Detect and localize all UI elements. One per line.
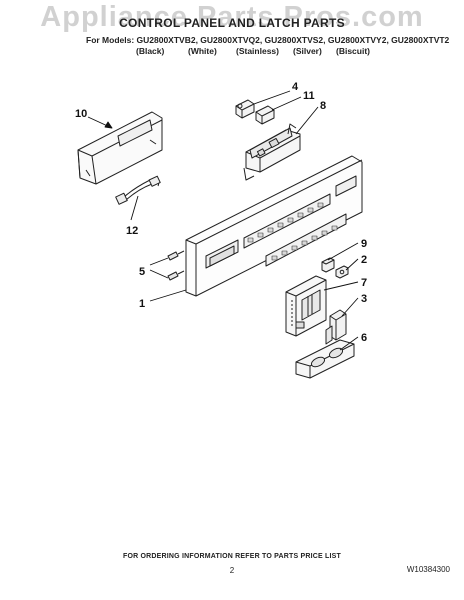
callout-10: 10	[75, 108, 87, 120]
models-line: For Models: GU2800XTVB2, GU2800XTVQ2, GU…	[86, 35, 450, 45]
color-biscuit: (Biscuit)	[336, 46, 370, 56]
ordering-info: FOR ORDERING INFORMATION REFER TO PARTS …	[122, 553, 342, 560]
callout-5: 5	[139, 266, 145, 278]
callout-8: 8	[320, 100, 326, 112]
color-white: (White)	[188, 46, 217, 56]
part-bracket	[255, 105, 275, 125]
part-latch	[285, 275, 327, 337]
part-bushing	[335, 265, 349, 279]
part-screws	[167, 250, 185, 281]
callout-3: 3	[361, 293, 367, 305]
callout-4: 4	[292, 81, 299, 93]
callout-9: 9	[361, 238, 367, 250]
watermark-text: Appliance Parts Pros.com	[40, 1, 424, 33]
part-cap	[321, 257, 335, 273]
callout-12: 12	[126, 225, 138, 237]
callout-1: 1	[139, 298, 145, 310]
document-number: W10384300	[406, 565, 450, 574]
part-console-cover	[77, 111, 163, 185]
color-stainless: (Stainless)	[236, 46, 279, 56]
callout-2: 2	[361, 254, 367, 266]
part-control-board	[243, 123, 301, 181]
part-latch-bracket	[325, 309, 347, 345]
callout-11: 11	[303, 90, 315, 102]
callout-7: 7	[361, 277, 367, 289]
part-handle	[295, 339, 355, 379]
color-silver: (Silver)	[293, 46, 322, 56]
part-switch	[235, 99, 255, 119]
part-control-panel	[185, 155, 363, 297]
callout-6: 6	[361, 332, 367, 344]
page-number: 2	[229, 566, 235, 575]
part-wire-harness	[115, 175, 161, 205]
page-title: CONTROL PANEL AND LATCH PARTS	[119, 16, 345, 30]
color-black: (Black)	[136, 46, 165, 56]
